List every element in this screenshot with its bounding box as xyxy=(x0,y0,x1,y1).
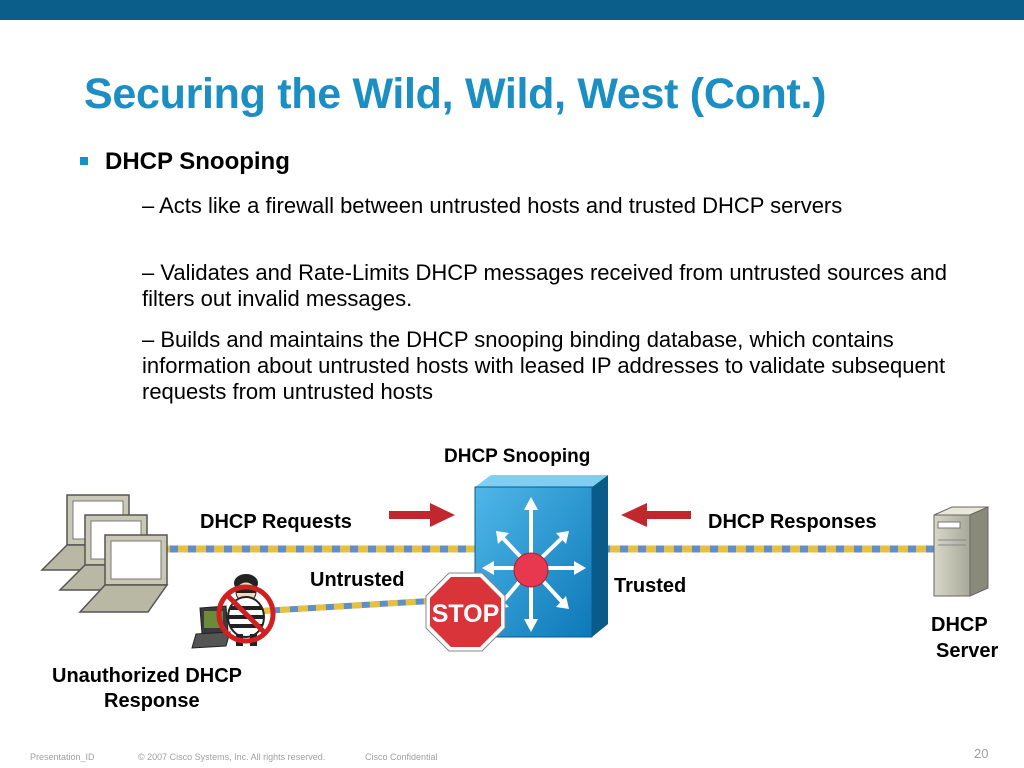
requests-arrow-icon xyxy=(389,503,455,527)
rogue-label-line2: Response xyxy=(104,690,200,712)
untrusted-link xyxy=(261,598,431,614)
subpoint-firewall: – Acts like a firewall between untrusted… xyxy=(142,193,843,218)
footer-confidential: Cisco Confidential xyxy=(365,752,438,762)
prohibited-icon xyxy=(216,584,276,644)
bullet-heading: DHCP Snooping xyxy=(105,148,290,175)
responses-arrow-icon xyxy=(621,503,691,527)
subpoint-rate-limit: – Validates and Rate-Limits DHCP message… xyxy=(142,260,948,311)
switch-label: DHCP Snooping xyxy=(444,446,591,467)
square-bullet-icon xyxy=(80,157,88,165)
subpoint-binding-database: – Builds and maintains the DHCP snooping… xyxy=(142,327,946,404)
page-number: 20 xyxy=(974,746,989,761)
responses-label: DHCP Responses xyxy=(708,511,877,533)
header-band xyxy=(0,0,1024,20)
requests-label: DHCP Requests xyxy=(200,511,352,533)
server-icon xyxy=(933,506,989,597)
footer-presentation-id: Presentation_ID xyxy=(30,752,95,762)
server-label-line1: DHCP xyxy=(931,614,988,636)
stop-sign-text: STOP xyxy=(432,600,500,628)
server-label-line2: Server xyxy=(936,640,999,662)
rogue-label-line1: Unauthorized DHCP xyxy=(52,665,242,687)
footer-copyright: © 2007 Cisco Systems, Inc. All rights re… xyxy=(138,752,326,762)
slide-title: Securing the Wild, Wild, West (Cont.) xyxy=(84,70,827,118)
laptop-icon xyxy=(78,534,169,613)
untrusted-label: Untrusted xyxy=(310,569,405,591)
trusted-label: Trusted xyxy=(614,575,687,597)
stop-sign-icon: STOP xyxy=(425,572,506,652)
